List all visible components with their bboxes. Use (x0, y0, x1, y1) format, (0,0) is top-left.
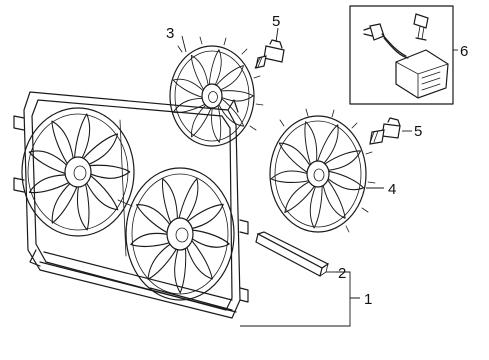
right-shroud-fan (125, 167, 235, 301)
leader-lines (181, 27, 458, 327)
callout-4: 4 (388, 181, 396, 198)
callout-5-lower: 5 (414, 123, 422, 140)
control-module-inset (349, 5, 454, 105)
seal-strip (255, 231, 330, 277)
upper-fan (169, 36, 264, 147)
callout-5-upper: 5 (272, 13, 280, 30)
callout-6: 6 (460, 43, 468, 60)
left-shroud-fan (21, 107, 135, 237)
callout-1: 1 (364, 291, 372, 308)
callout-2: 2 (338, 265, 346, 282)
bolt-upper (254, 39, 285, 69)
bolt-lower (369, 117, 401, 145)
callout-3: 3 (166, 25, 174, 42)
lower-fan (269, 108, 376, 233)
